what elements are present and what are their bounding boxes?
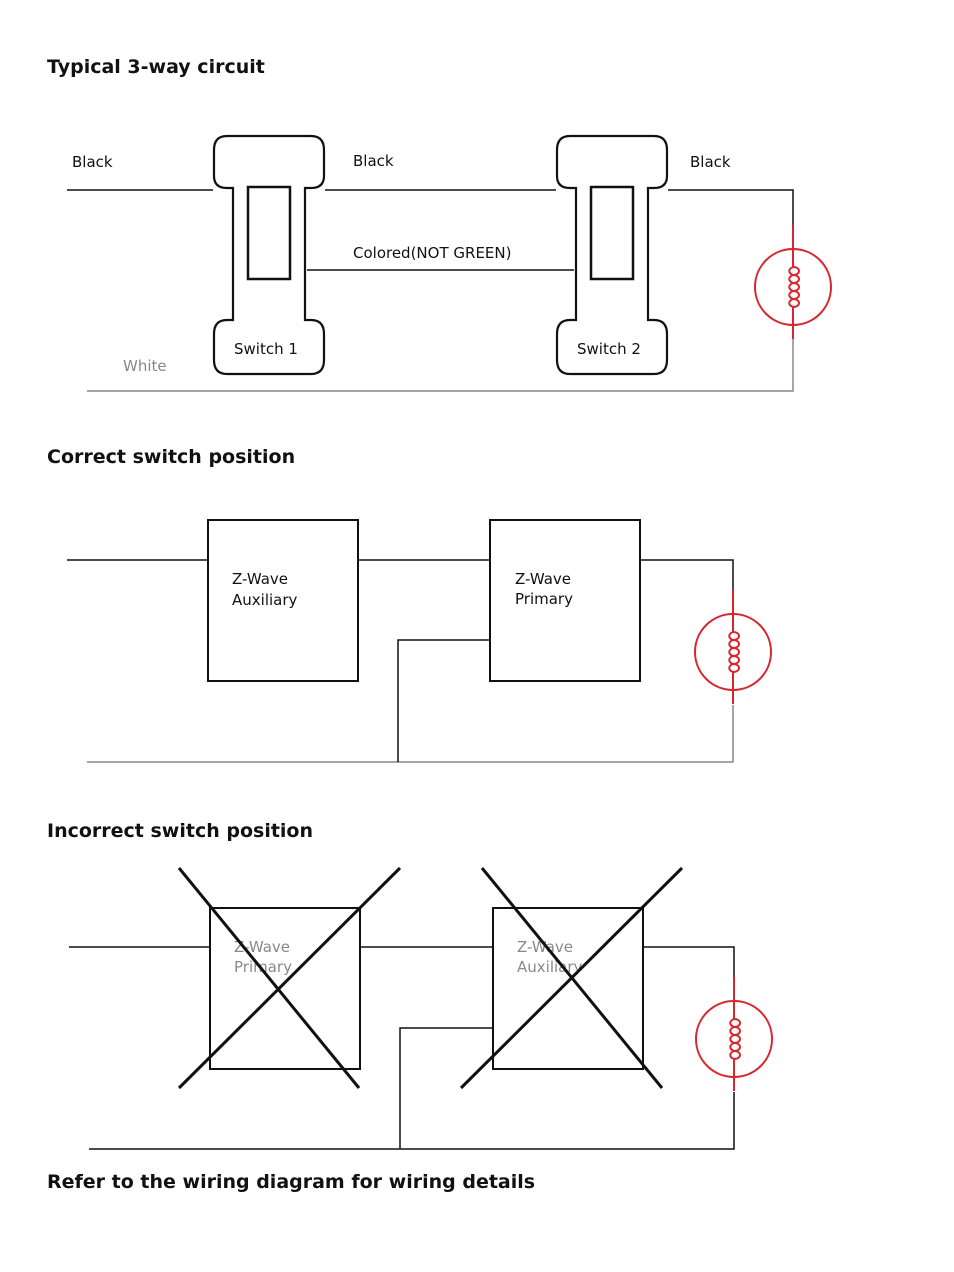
wire-primary-neutral xyxy=(397,639,490,762)
wire-white xyxy=(87,339,794,392)
wire-neutral xyxy=(89,1092,735,1150)
box-primary-label-2: Primary xyxy=(234,958,292,976)
correct-circuit: Z-Wave Auxiliary Z-Wave Primary xyxy=(67,519,772,763)
lamp-icon xyxy=(695,976,773,1092)
wire-black-right xyxy=(668,189,794,225)
box-primary-label-1: Z-Wave xyxy=(515,570,571,588)
cross-out-icon xyxy=(459,866,684,1090)
box-primary-label-2: Primary xyxy=(515,590,573,608)
label-colored-wire: Colored(NOT GREEN) xyxy=(353,244,511,262)
box-auxiliary-label-2: Auxiliary xyxy=(232,591,298,609)
zwave-primary-box-wrong xyxy=(209,907,361,1070)
zwave-auxiliary-box xyxy=(207,519,359,682)
label-switch-2: Switch 2 xyxy=(577,340,641,358)
label-black-left: Black xyxy=(72,153,113,171)
heading-footer-note: Refer to the wiring diagram for wiring d… xyxy=(47,1171,536,1193)
label-white-wire: White xyxy=(123,357,167,375)
label-black-middle: Black xyxy=(353,152,394,170)
wire-load xyxy=(643,946,735,978)
zwave-auxiliary-box-wrong xyxy=(492,907,644,1070)
wire-auxiliary-neutral xyxy=(399,1027,493,1149)
heading-typical-circuit: Typical 3-way circuit xyxy=(47,56,265,78)
box-auxiliary-label-2: Auxiliary xyxy=(517,958,583,976)
switch-2-outline xyxy=(555,134,669,376)
label-switch-1: Switch 1 xyxy=(234,340,298,358)
heading-correct-position: Correct switch position xyxy=(47,446,296,468)
cross-out-icon xyxy=(177,866,402,1090)
lamp-icon xyxy=(754,224,832,340)
switch-1-outline xyxy=(212,134,326,376)
incorrect-circuit: Z-Wave Primary Z-Wave Auxiliary xyxy=(69,866,773,1150)
wire-neutral xyxy=(87,705,734,763)
label-black-right: Black xyxy=(690,153,731,171)
heading-incorrect-position: Incorrect switch position xyxy=(47,820,314,842)
lamp-icon xyxy=(694,589,772,705)
box-auxiliary-label-1: Z-Wave xyxy=(232,570,288,588)
zwave-primary-box xyxy=(489,519,641,682)
wire-load xyxy=(640,559,734,592)
typical-circuit: Black Black Black Colored(NOT GREEN) Swi… xyxy=(67,134,832,392)
